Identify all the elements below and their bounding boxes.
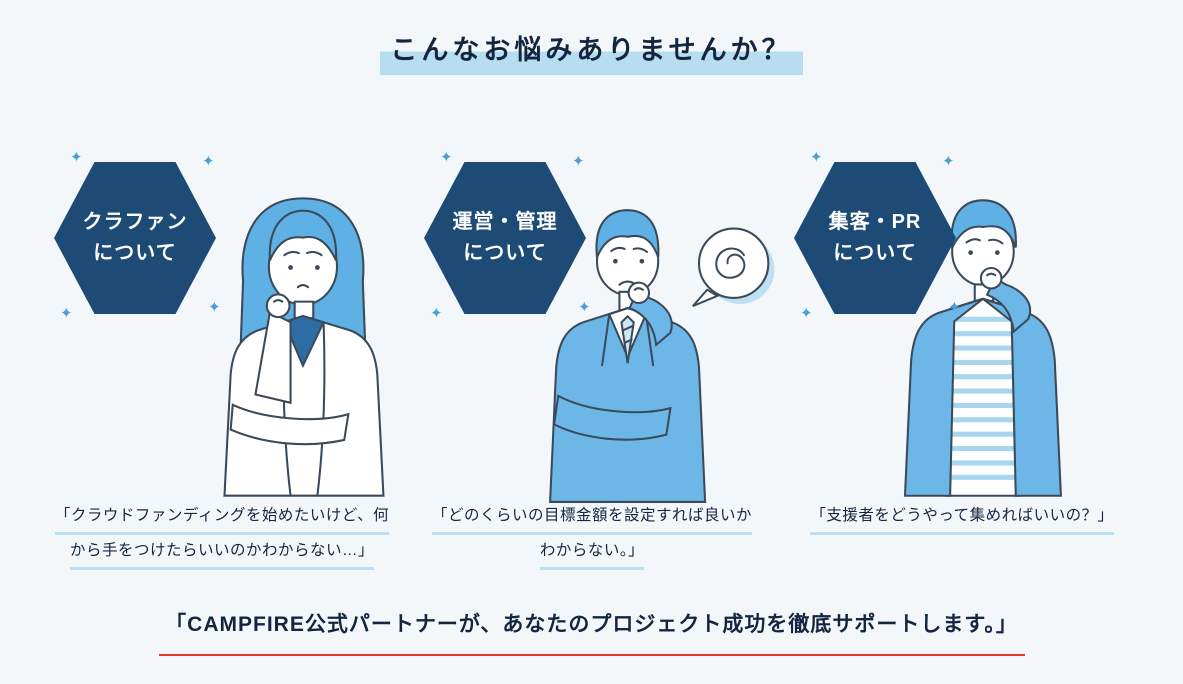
- sparkle-icon: ✦: [800, 305, 813, 322]
- caption-line: わからない。」: [539, 535, 645, 570]
- badge-label-line1: 運営・管理: [452, 211, 558, 233]
- sparkle-icon: ✦: [440, 149, 453, 166]
- speech-bubble-icon: [692, 227, 775, 308]
- sparkle-icon: ✦: [948, 299, 961, 316]
- badge-label-line2: について: [463, 242, 547, 264]
- puzzled-man-illustration: [903, 199, 1062, 497]
- thinking-man-illustration: [549, 209, 775, 503]
- caption-line: 「どのくらいの目標金額を設定すれば良いか: [431, 500, 752, 535]
- sparkle-icon: ✦: [578, 299, 591, 316]
- worry-caption: 「クラウドファンディングを始めたいけど、何 から手をつけたらいいのかわからない……: [32, 500, 412, 570]
- sparkle-icon: ✦: [942, 153, 955, 170]
- caption-line: から手をつけたらいいのかわからない…」: [69, 535, 374, 570]
- badge-label-line2: について: [93, 242, 177, 264]
- footer: 「CAMPFIRE公式パートナーが、あなたのプロジェクト成功を徹底サポートします…: [0, 608, 1183, 638]
- worry-card-promotion: ✦ ✦ ✦ ✦ 集客・PR について: [772, 148, 1152, 588]
- sparkle-icon: ✦: [202, 153, 215, 170]
- caption-line: 「クラウドファンディングを始めたいけど、何: [54, 500, 390, 535]
- sparkle-icon: ✦: [810, 149, 823, 166]
- footer-red-underline: [158, 654, 1025, 656]
- sparkle-icon: ✦: [70, 149, 83, 166]
- caption-line: 「支援者をどうやって集めればいいの？」: [810, 500, 1114, 535]
- page-title: こんなお悩みありませんか？: [380, 26, 803, 75]
- sparkle-icon: ✦: [60, 305, 73, 322]
- badge-label-line1: クラファン: [82, 211, 188, 233]
- sparkle-icon: ✦: [208, 299, 221, 316]
- sparkle-icon: ✦: [430, 305, 443, 322]
- badge-label-line2: について: [833, 242, 917, 264]
- worry-card-crowdfunding: ✦ ✦ ✦ ✦ クラファン について: [32, 148, 412, 588]
- sparkle-icon: ✦: [572, 153, 585, 170]
- worry-card-management: ✦ ✦ ✦ ✦ 運営・管理 について: [402, 148, 782, 588]
- worry-caption: 「どのくらいの目標金額を設定すれば良いか わからない。」: [402, 500, 782, 570]
- section-header: こんなお悩みありませんか？: [0, 26, 1183, 75]
- footer-message: 「CAMPFIRE公式パートナーが、あなたのプロジェクト成功を徹底サポートします…: [165, 613, 1018, 636]
- worried-woman-illustration: [223, 197, 385, 497]
- badge-label-line1: 集客・PR: [828, 211, 922, 233]
- worry-caption: 「支援者をどうやって集めればいいの？」: [772, 500, 1152, 535]
